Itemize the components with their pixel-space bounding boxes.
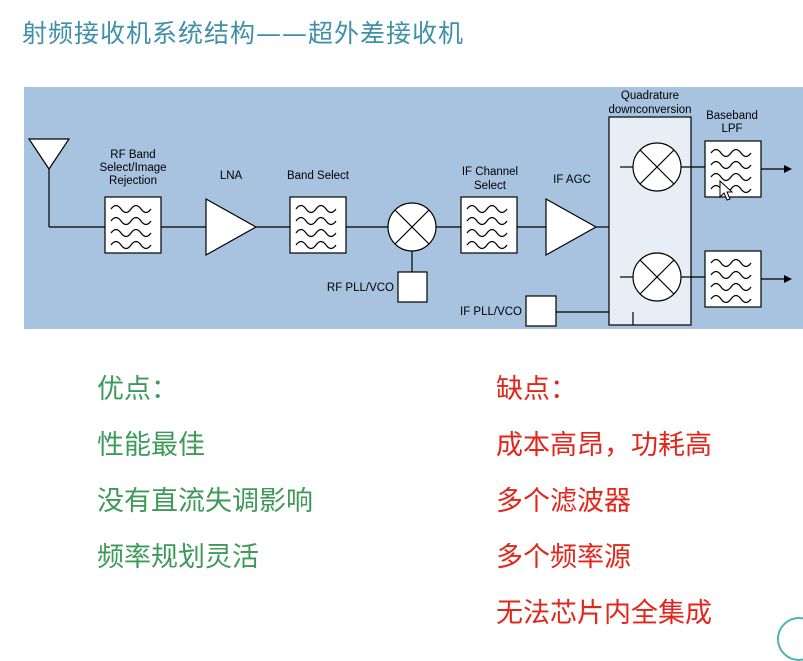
rf-band-filter	[104, 196, 162, 254]
pros-heading: 优点：	[97, 374, 178, 405]
label-band-select: Band Select	[287, 170, 350, 182]
i-mixer	[632, 142, 682, 192]
cons-heading: 缺点：	[496, 374, 577, 405]
corner-decoration	[777, 617, 803, 661]
q-mixer	[632, 252, 682, 302]
pros-item: 没有直流失调影响	[97, 486, 313, 517]
cons-list: 缺点： 成本高昂，功耗高 多个滤波器 多个频率源 无法芯片内全集成	[496, 362, 712, 642]
pros-item: 性能最佳	[97, 430, 205, 461]
label-lna: LNA	[220, 170, 243, 182]
if-channel-filter	[460, 196, 518, 254]
slide-title: 射频接收机系统结构——超外差接收机	[22, 19, 465, 48]
mouse-cursor-icon	[719, 179, 734, 201]
lna-amplifier	[205, 197, 258, 257]
label-if-agc: IF AGC	[553, 174, 591, 186]
if-pll-box	[525, 295, 557, 327]
label-rf-pll: RF PLL/VCO	[327, 282, 394, 294]
baseband-lpf-i	[704, 140, 762, 198]
pros-item: 频率规划灵活	[97, 542, 259, 573]
output-arrow-q	[784, 275, 792, 283]
cons-item: 成本高昂，功耗高	[496, 430, 712, 461]
output-arrow-i	[784, 165, 792, 173]
pros-list: 优点： 性能最佳 没有直流失调影响 频率规划灵活	[97, 362, 313, 586]
rf-mixer	[387, 202, 437, 252]
label-if-pll: IF PLL/VCO	[460, 306, 522, 318]
baseband-lpf-q	[704, 250, 762, 308]
band-select-filter	[289, 196, 347, 254]
antenna-icon	[27, 138, 71, 227]
cons-item: 多个滤波器	[496, 486, 631, 517]
if-agc-amplifier	[545, 197, 598, 257]
rf-pll-box	[397, 271, 428, 303]
cons-item: 无法芯片内全集成	[496, 598, 712, 629]
cons-item: 多个频率源	[496, 542, 631, 573]
